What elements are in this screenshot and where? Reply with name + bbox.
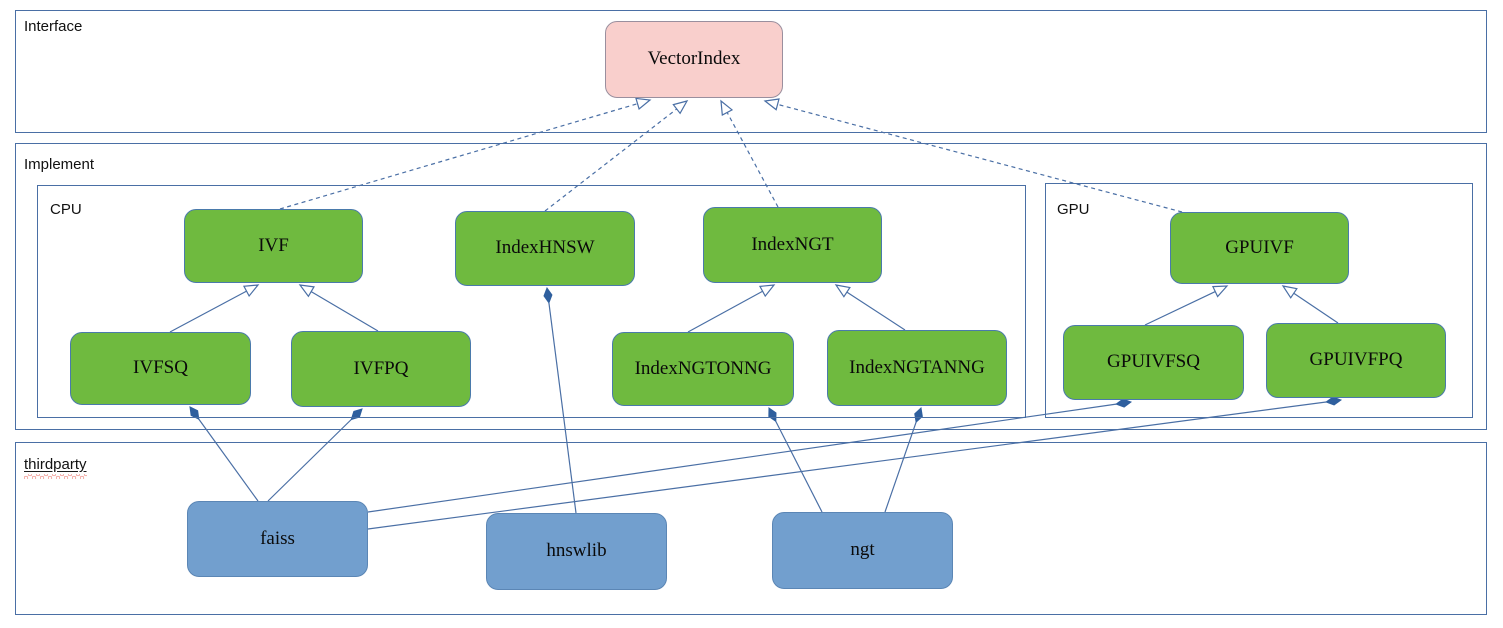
container-thirdparty [15, 442, 1487, 615]
container-label-interface: Interface [24, 18, 83, 35]
node-label-vectorindex: VectorIndex [647, 48, 741, 70]
node-gpuivfsq[interactable]: GPUIVFSQ [1063, 325, 1244, 400]
node-label-gpuivf: GPUIVF [1225, 236, 1294, 258]
container-implement [15, 143, 1487, 430]
node-label-faiss: faiss [260, 527, 295, 549]
container-interface [15, 10, 1487, 133]
node-label-hnswlib: hnswlib [546, 540, 607, 562]
container-label-thirdparty: thirdparty [24, 456, 87, 479]
container-label-implement: Implement [24, 156, 95, 173]
node-ngt[interactable]: ngt [772, 512, 953, 589]
node-ivf[interactable]: IVF [184, 209, 363, 283]
node-label-indexhnsw: IndexHNSW [495, 237, 595, 259]
container-gpu [1045, 183, 1473, 418]
node-label-ngt: ngt [850, 539, 875, 561]
node-indexngtonng[interactable]: IndexNGTONNG [612, 332, 794, 406]
node-indexngt[interactable]: IndexNGT [703, 207, 882, 283]
node-label-indexngtonng: IndexNGTONNG [634, 357, 772, 379]
node-gpuivfpq[interactable]: GPUIVFPQ [1266, 323, 1446, 398]
node-label-indexngtanng: IndexNGTANNG [849, 356, 985, 378]
node-label-ivfsq: IVFSQ [133, 357, 188, 379]
node-label-gpuivfpq: GPUIVFPQ [1309, 349, 1403, 371]
container-label-gpu: GPU [1057, 201, 1090, 218]
node-indexhnsw[interactable]: IndexHNSW [455, 211, 635, 286]
node-label-ivf: IVF [258, 234, 289, 256]
node-vectorindex[interactable]: VectorIndex [605, 21, 783, 98]
node-label-ivfpq: IVFPQ [353, 357, 409, 379]
node-label-indexngt: IndexNGT [751, 233, 834, 255]
node-gpuivf[interactable]: GPUIVF [1170, 212, 1349, 284]
node-ivfsq[interactable]: IVFSQ [70, 332, 251, 405]
node-faiss[interactable]: faiss [187, 501, 368, 577]
spellcheck-squiggle [24, 474, 87, 479]
node-hnswlib[interactable]: hnswlib [486, 513, 667, 590]
container-cpu [37, 185, 1026, 418]
container-label-cpu: CPU [50, 201, 82, 218]
node-label-gpuivfsq: GPUIVFSQ [1107, 351, 1200, 373]
node-indexngtanng[interactable]: IndexNGTANNG [827, 330, 1007, 406]
node-ivfpq[interactable]: IVFPQ [291, 331, 471, 407]
